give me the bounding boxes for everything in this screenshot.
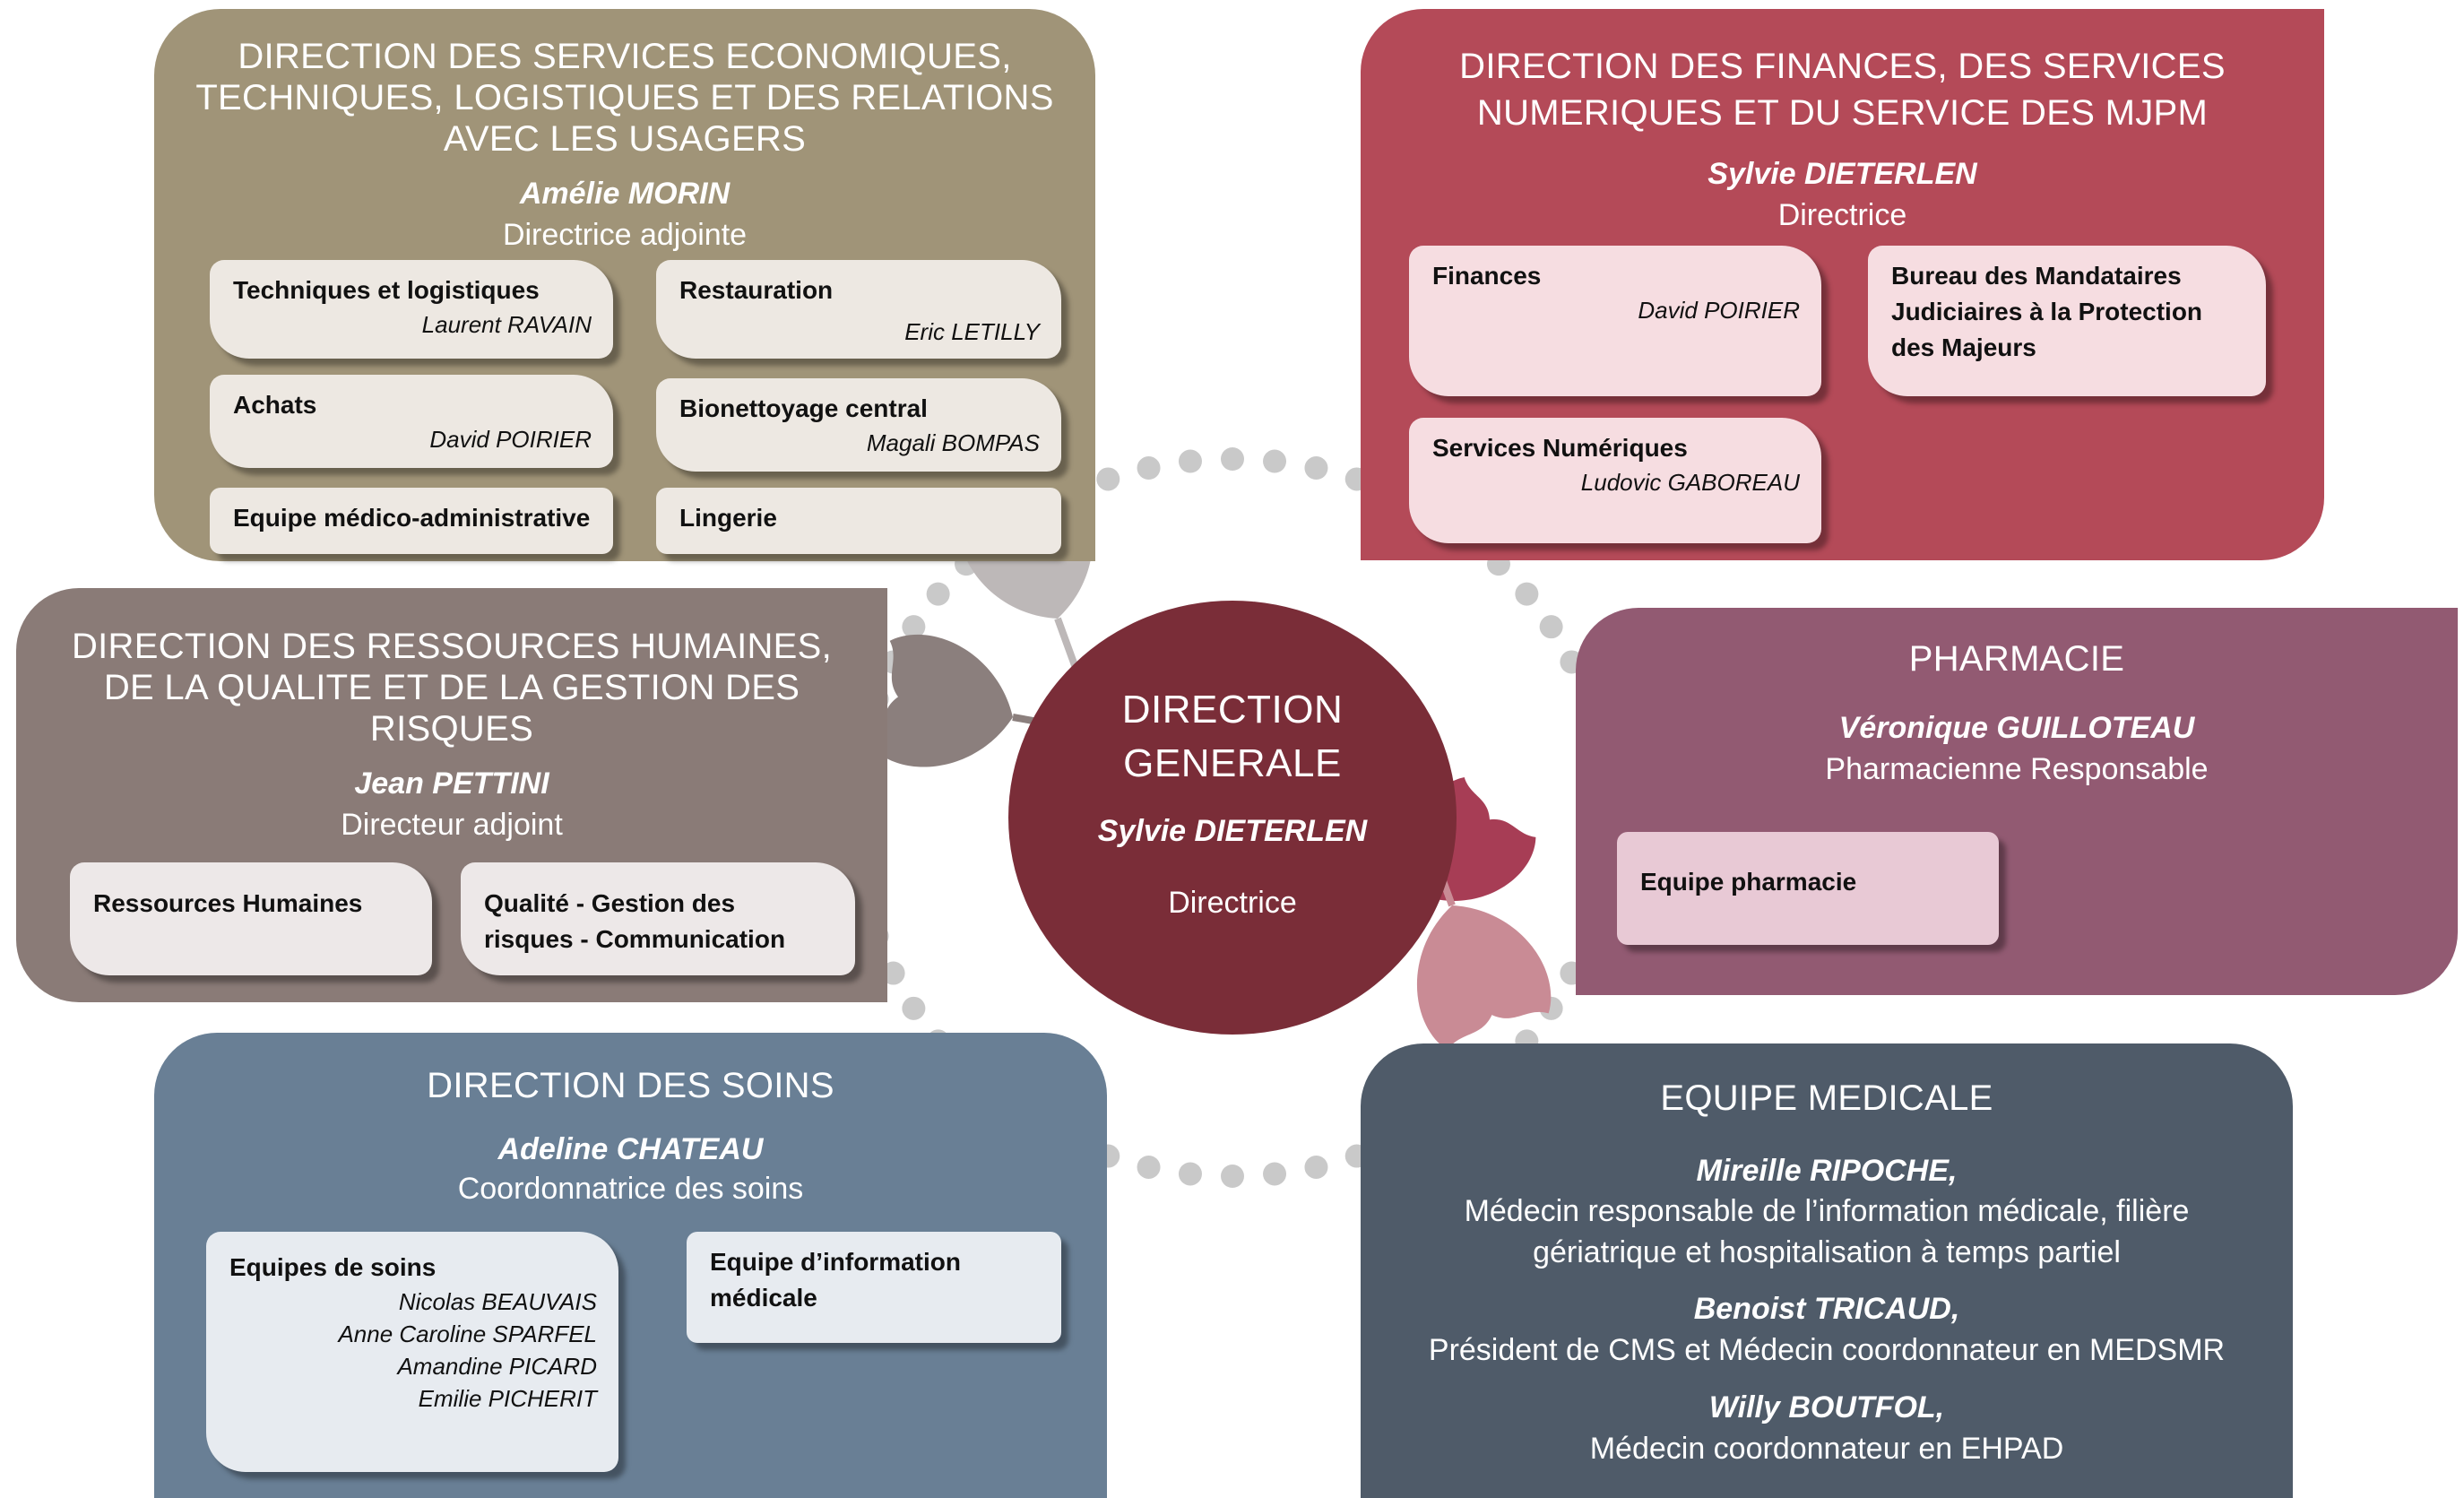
service-person: Ludovic GABOREAU <box>1580 469 1800 496</box>
service-title: Services Numériques <box>1432 434 1688 462</box>
ring-dot <box>1263 1162 1287 1186</box>
panel-direction-ressources-humaines: DIRECTION DES RESSOURCES HUMAINES, DE LA… <box>16 588 887 1002</box>
director-name: Sylvie DIETERLEN <box>1708 157 1977 191</box>
panel-equipe-medicale: EQUIPE MEDICALE Mireille RIPOCHE, Médeci… <box>1361 1043 2293 1498</box>
ring-dot <box>1304 456 1328 481</box>
director-role: Directrice <box>1777 198 1907 232</box>
service-card: Techniques et logistiques Laurent RAVAIN <box>210 260 613 359</box>
ring-dot <box>1221 447 1244 471</box>
service-person: Laurent RAVAIN <box>421 311 592 338</box>
center-title: DIRECTION GENERALE <box>1121 688 1344 785</box>
ring-dot <box>1539 615 1563 639</box>
service-title: Equipes de soins <box>229 1253 437 1281</box>
panel-title: DIRECTION DES RESSOURCES HUMAINES, DE LA… <box>71 627 833 749</box>
service-title: Restauration <box>679 276 834 304</box>
service-card: Finances David POIRIER <box>1409 246 1821 396</box>
service-person: Eric LETILLY <box>904 318 1040 345</box>
service-card: Equipes de soins Nicolas BEAUVAIS Anne C… <box>206 1232 618 1472</box>
ring-dot <box>1178 449 1202 473</box>
director-name: Véronique GUILLOTEAU <box>1838 711 2195 745</box>
service-title: Lingerie <box>679 504 777 532</box>
service-person: David POIRIER <box>1638 297 1800 324</box>
panel-pharmacie: PHARMACIE Véronique GUILLOTEAU Pharmacie… <box>1576 608 2458 995</box>
ring-dot <box>881 961 905 985</box>
ring-dot <box>1096 467 1120 491</box>
service-title: Bureau des Mandataires Judiciaires à la … <box>1891 262 2203 361</box>
service-card: Equipe pharmacie <box>1617 832 1999 945</box>
director-role: Directeur adjoint <box>341 808 563 842</box>
ring-dot <box>1221 1165 1244 1188</box>
doctor-name: Mireille RIPOCHE, <box>1696 1154 1958 1188</box>
service-card: Equipe médico-administrative <box>210 488 613 554</box>
director-role: Directrice adjointe <box>502 218 748 252</box>
direction-generale-circle: DIRECTION GENERALE Sylvie DIETERLEN Dire… <box>1008 601 1457 1035</box>
director-role: Coordonnatrice des soins <box>457 1172 804 1206</box>
ring-dot <box>902 615 926 639</box>
doctor-name: Benoist TRICAUD, <box>1693 1292 1960 1326</box>
service-card: Lingerie <box>656 488 1061 554</box>
panel-title: PHARMACIE <box>1908 639 2125 679</box>
service-title: Techniques et logistiques <box>233 276 540 304</box>
ring-dot <box>1263 449 1287 473</box>
director-name: Jean PETTINI <box>354 766 549 801</box>
service-title: Bionettoyage central <box>679 394 928 422</box>
service-person: Magali BOMPAS <box>866 429 1040 456</box>
service-title: Qualité - Gestion des risques - Communic… <box>484 889 786 953</box>
director-role: Pharmacienne Responsable <box>1825 752 2209 786</box>
service-card: Ressources Humaines <box>70 862 432 975</box>
ring-dot <box>1515 582 1539 606</box>
service-person: Emilie PICHERIT <box>418 1385 597 1412</box>
doctor-role: Médecin coordonnateur en EHPAD <box>1589 1432 2064 1466</box>
ring-dot <box>1178 1162 1202 1186</box>
panel-title: DIRECTION DES FINANCES, DES SERVICES NUM… <box>1459 47 2226 133</box>
panel-direction-finances: DIRECTION DES FINANCES, DES SERVICES NUM… <box>1361 9 2324 560</box>
service-card: Services Numériques Ludovic GABOREAU <box>1409 418 1821 543</box>
service-person: Amandine PICARD <box>397 1353 597 1380</box>
ring-dot <box>902 996 926 1020</box>
panel-title: DIRECTION DES SERVICES ECONOMIQUES, TECH… <box>195 37 1054 159</box>
service-title: Equipe d’information médicale <box>710 1248 961 1312</box>
service-card: Restauration Eric LETILLY <box>656 260 1061 359</box>
service-person: Nicolas BEAUVAIS <box>398 1288 597 1315</box>
ring-dot <box>1304 1155 1328 1179</box>
director-name: Sylvie DIETERLEN <box>1097 814 1368 848</box>
service-title: Ressources Humaines <box>93 889 363 917</box>
panel-direction-des-soins: DIRECTION DES SOINS Adeline CHATEAU Coor… <box>154 1033 1107 1498</box>
doctor-role: Président de CMS et Médecin coordonnateu… <box>1428 1333 2226 1367</box>
panel-title: DIRECTION DES SOINS <box>427 1066 834 1105</box>
service-card: Bureau des Mandataires Judiciaires à la … <box>1868 246 2266 396</box>
panel-title: EQUIPE MEDICALE <box>1660 1078 1993 1118</box>
service-title: Equipe pharmacie <box>1640 868 1857 896</box>
service-person: Anne Caroline SPARFEL <box>338 1320 597 1347</box>
director-name: Adeline CHATEAU <box>497 1132 764 1166</box>
service-title: Achats <box>233 391 317 419</box>
service-card: Bionettoyage central Magali BOMPAS <box>656 378 1061 472</box>
service-card: Achats David POIRIER <box>210 375 613 468</box>
panel-direction-services-economiques: DIRECTION DES SERVICES ECONOMIQUES, TECH… <box>154 9 1095 561</box>
service-card: Equipe d’information médicale <box>687 1232 1061 1343</box>
service-title: Equipe médico-administrative <box>233 504 591 532</box>
doctor-name: Willy BOUTFOL, <box>1708 1390 1945 1424</box>
service-title: Finances <box>1432 262 1542 290</box>
ring-dot <box>926 582 950 606</box>
service-person: David POIRIER <box>429 426 592 453</box>
ring-dot <box>1137 456 1161 481</box>
director-name: Amélie MORIN <box>519 177 731 211</box>
director-role: Directrice <box>1168 886 1297 920</box>
ring-dot <box>1137 1155 1161 1179</box>
doctor-role: Médecin responsable de l’information méd… <box>1464 1194 2190 1269</box>
service-card: Qualité - Gestion des risques - Communic… <box>461 862 855 975</box>
